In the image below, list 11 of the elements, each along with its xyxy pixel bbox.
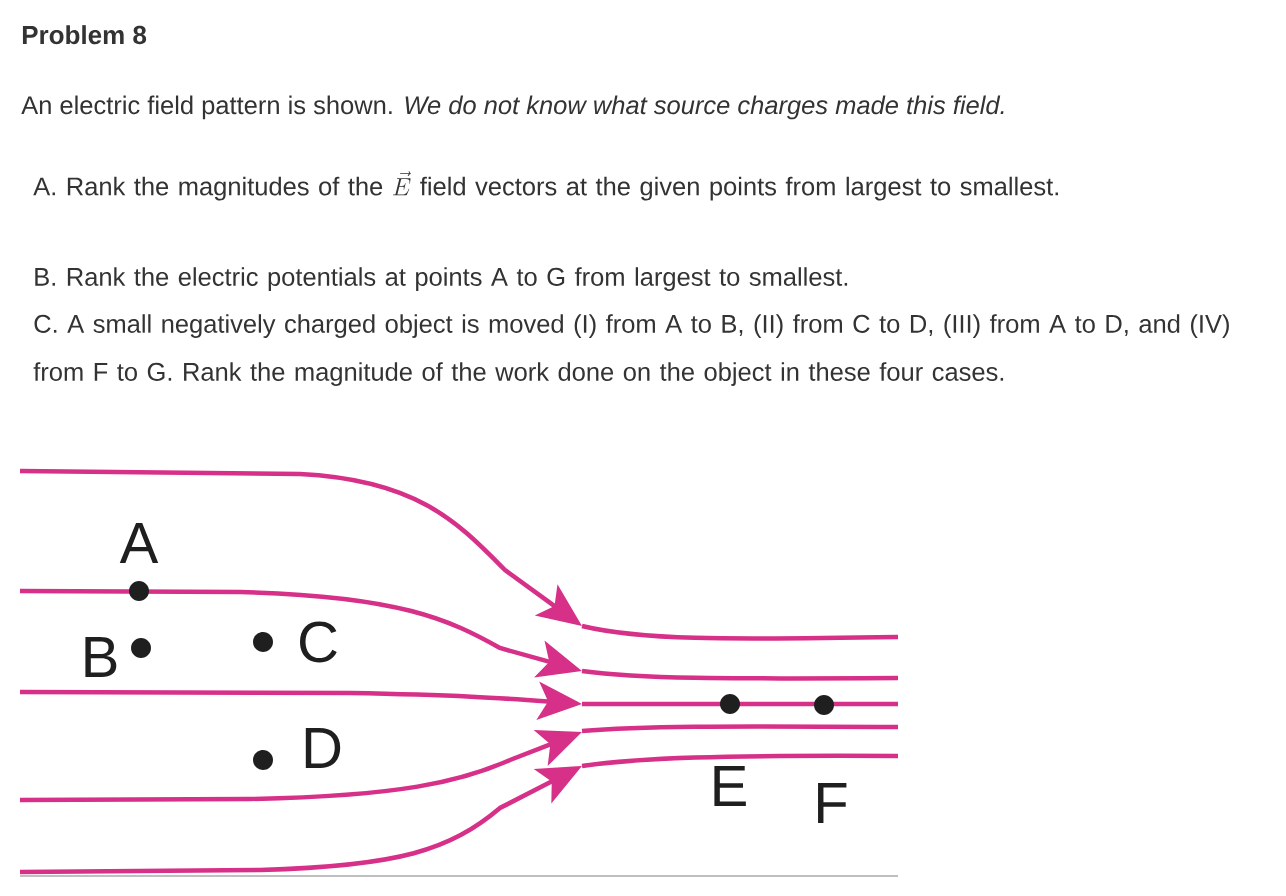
point-label: A [119,523,159,563]
problem-title: Problem 8 [22,25,147,45]
question-text: A. Rank the magnitudes of the $\vec{E}$ field vectors at the given points from largest to smallest. [33,171,1058,201]
intro-text: An electric field pattern is shown. We do not know what source charges made this field. [21,95,1004,120]
point-label: B [85,637,117,677]
point-label: D [305,728,341,768]
question-text: C. A small negatively charged object is moved (I) from A to B, (II) from C to D, (III) from A to D, and (IV) from F to G. Rank the magnitude of the work done on the object in these four cases. [33,314,1229,386]
question-text: B. Rank the electric potentials at points A to G from largest to smallest. [35,267,848,291]
point-label: C [300,621,337,663]
point-label: F [818,783,847,823]
point-label: E [714,766,746,806]
